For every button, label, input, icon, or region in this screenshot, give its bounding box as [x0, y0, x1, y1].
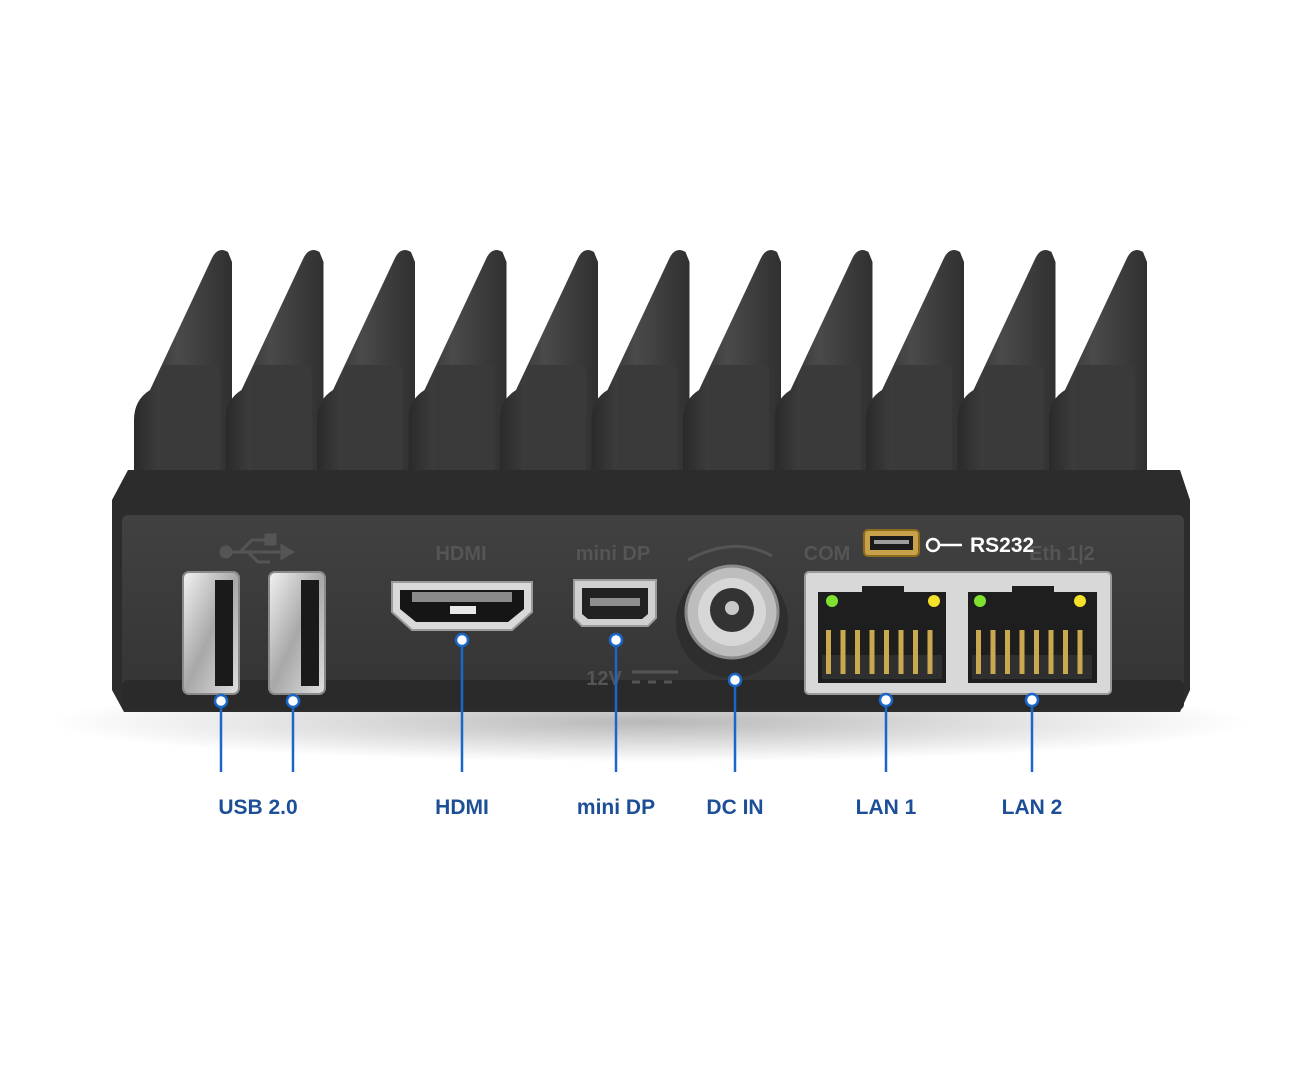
- heatsink-fin-face: [434, 365, 495, 500]
- mini-dp-label: mini DP: [577, 796, 655, 819]
- rj45-pin: [898, 630, 904, 674]
- mini-dp-callout-dot: [608, 632, 624, 648]
- heatsink-fin-face: [709, 365, 769, 500]
- hdmi-engraving: HDMI: [435, 543, 486, 565]
- com-engraving: COM: [804, 543, 851, 565]
- hdmi-port[interactable]: [391, 581, 533, 631]
- rj45-pin: [869, 630, 875, 674]
- mini-dp-port[interactable]: [573, 579, 657, 627]
- heatsink-fin-face: [892, 365, 952, 500]
- usb2-callout-dot: [285, 693, 301, 709]
- usb-trident-icon: [219, 533, 295, 564]
- lan2-activity-led: [1074, 595, 1086, 607]
- rj45-pin: [1019, 630, 1025, 674]
- usb1-callout-dot: [213, 693, 229, 709]
- heatsink-fins: [134, 250, 1147, 500]
- lan2-callout-dot: [1024, 692, 1040, 708]
- dc-in-label: DC IN: [706, 796, 763, 819]
- com-port[interactable]: [863, 529, 920, 557]
- mini-dp-engraving: mini DP: [576, 543, 650, 565]
- heatsink-fin-face: [251, 365, 312, 500]
- hdmi-label: HDMI: [435, 796, 489, 819]
- dc-in-callout-dot: [727, 672, 743, 688]
- lan1-callout-dot: [878, 692, 894, 708]
- heatsink-fin-face: [800, 365, 861, 500]
- hdmi-callout-dot: [454, 632, 470, 648]
- dc-arc-arrow-icon: [687, 545, 773, 562]
- rj45-pin: [1034, 630, 1039, 674]
- rs232-label: RS232: [970, 534, 1034, 557]
- lan1-port[interactable]: [818, 586, 946, 683]
- rj45-pin: [913, 630, 918, 674]
- rj45-pin: [1077, 630, 1083, 674]
- lan2-link-led: [974, 595, 986, 607]
- callouts: [213, 632, 1040, 772]
- lan1-link-led: [826, 595, 838, 607]
- lan1-label: LAN 1: [856, 796, 917, 819]
- rj45-pin: [990, 630, 996, 674]
- lan2-label: LAN 2: [1002, 796, 1063, 819]
- usb-port-2[interactable]: [268, 571, 326, 695]
- heatsink-fin-face: [160, 365, 220, 500]
- dc-in-jack[interactable]: [676, 564, 788, 678]
- rj45-pin: [1005, 630, 1010, 674]
- heatsink-fin-face: [1075, 365, 1135, 500]
- rj45-pin: [927, 630, 933, 674]
- heatsink-fin-face: [343, 365, 403, 500]
- rj45-contacts: [826, 630, 1083, 674]
- rj45-pin: [855, 630, 860, 674]
- dc-symbol-icon: [632, 670, 678, 684]
- rs232-callout-dot: [925, 537, 941, 553]
- usb-port-1[interactable]: [182, 571, 240, 695]
- rj45-pin: [1063, 630, 1068, 674]
- heatsink-fin-face: [983, 365, 1044, 500]
- rj45-pin: [884, 630, 889, 674]
- lan1-activity-led: [928, 595, 940, 607]
- heatsink-fin-face: [526, 365, 586, 500]
- dc-rating-engraving: 12V: [586, 668, 622, 690]
- rj45-pin: [976, 630, 981, 674]
- rs232-callout: [925, 537, 962, 553]
- heatsink-fin-face: [617, 365, 678, 500]
- rj45-pin: [1048, 630, 1054, 674]
- rj45-pin: [840, 630, 846, 674]
- eth-engraving: Eth 1|2: [1029, 543, 1095, 565]
- rj45-pin: [826, 630, 831, 674]
- usb-label: USB 2.0: [218, 796, 297, 819]
